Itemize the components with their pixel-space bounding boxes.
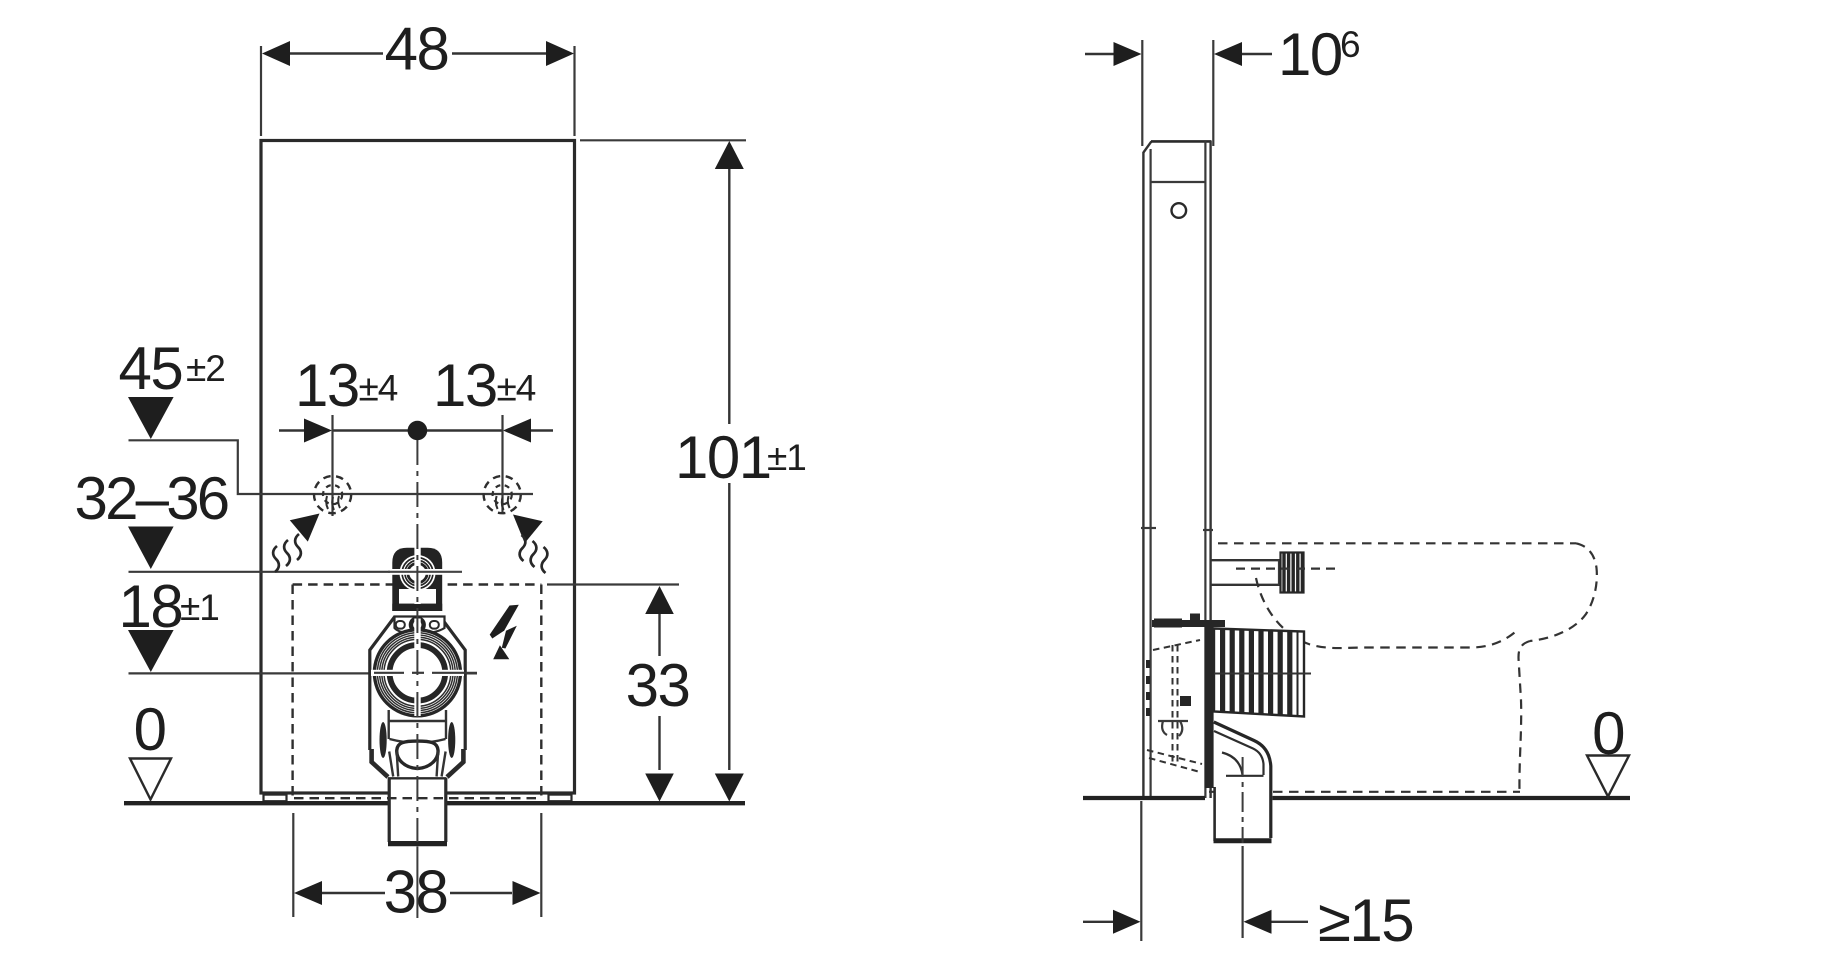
svg-text:0: 0	[134, 696, 166, 763]
svg-text:38: 38	[384, 859, 448, 926]
svg-text:±4: ±4	[497, 368, 536, 409]
svg-text:≥15: ≥15	[1318, 887, 1413, 954]
svg-text:18: 18	[119, 573, 183, 640]
svg-text:6: 6	[1340, 24, 1360, 65]
svg-text:48: 48	[385, 16, 449, 83]
svg-text:33: 33	[626, 652, 690, 719]
svg-text:±2: ±2	[186, 348, 225, 389]
svg-text:101: 101	[675, 424, 771, 491]
svg-text:13: 13	[433, 352, 497, 419]
svg-text:±1: ±1	[767, 437, 806, 478]
svg-text:±1: ±1	[180, 587, 219, 628]
svg-text:32–36: 32–36	[75, 465, 228, 532]
svg-text:45: 45	[119, 335, 183, 402]
svg-text:±4: ±4	[359, 368, 398, 409]
svg-text:13: 13	[295, 352, 359, 419]
svg-text:10: 10	[1278, 21, 1342, 88]
